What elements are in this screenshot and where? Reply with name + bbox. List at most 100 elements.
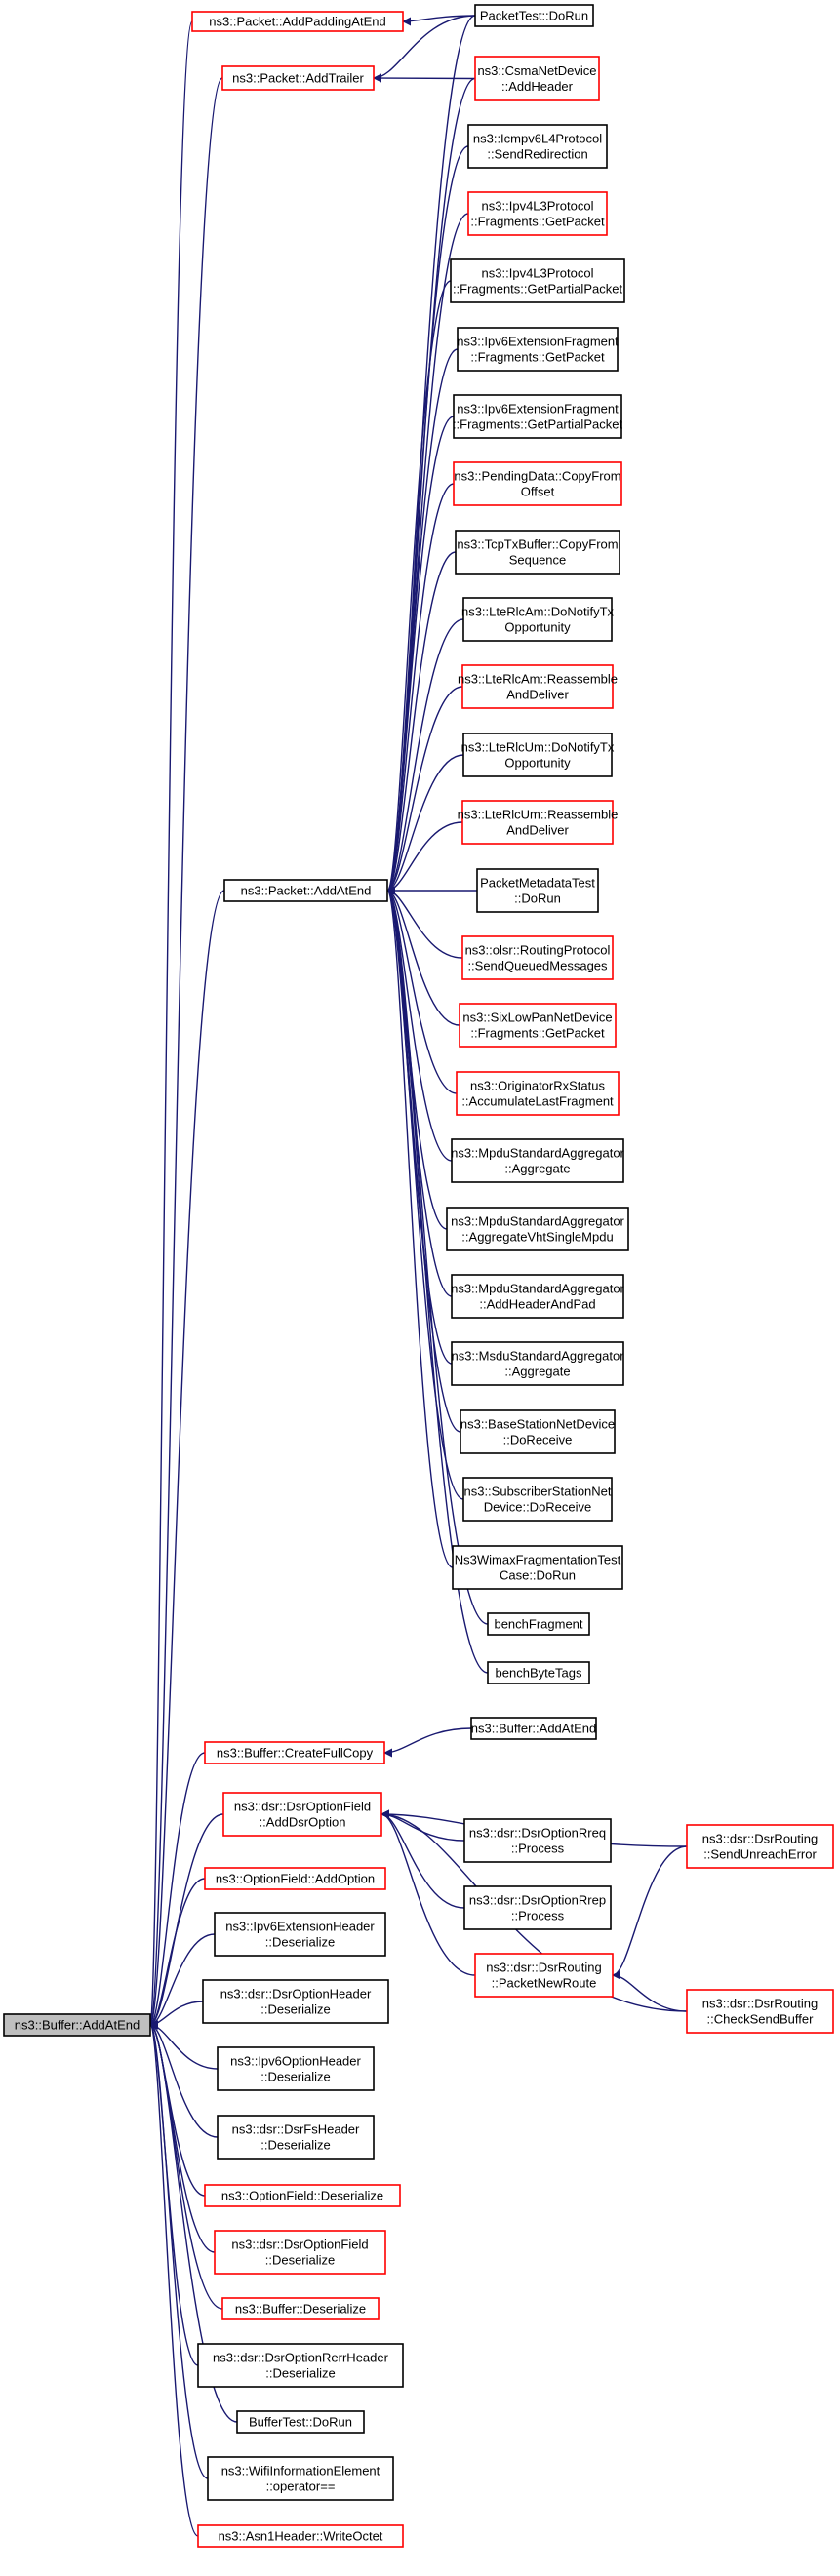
node-box — [451, 1138, 624, 1183]
node-root[interactable]: ns3::Buffer::AddAtEnd — [3, 2013, 151, 2037]
node-label-line: ns3::dsr::DsrOptionRreq — [469, 1826, 606, 1841]
node-dsr-new-route[interactable]: ns3::dsr::DsrRouting::PacketNewRoute — [474, 1953, 614, 1998]
node-box — [207, 2456, 394, 2501]
node-ss-dev[interactable]: ns3::SubscriberStationNetDevice::DoRecei… — [462, 1477, 613, 1522]
node-mpdu-agg[interactable]: ns3::MpduStandardAggregator::Aggregate — [451, 1138, 625, 1183]
node-ipv4frag[interactable]: ns3::Ipv4L3Protocol::Fragments::GetPacke… — [467, 191, 608, 236]
node-box — [197, 2343, 404, 2388]
node-box — [461, 664, 614, 709]
node-icmp[interactable]: ns3::Icmpv6L4Protocol::SendRedirection — [467, 124, 608, 169]
node-box — [476, 868, 599, 913]
node-buf-test[interactable]: BufferTest::DoRun — [236, 2410, 365, 2434]
node-ipv4frag-part[interactable]: ns3::Ipv4L3Protocol::Fragments::GetParti… — [450, 258, 625, 303]
node-bench-frag[interactable]: benchFragment — [487, 1612, 590, 1636]
node-label-line: ::DoReceive — [503, 1433, 573, 1447]
node-box — [474, 56, 600, 101]
node-csma[interactable]: ns3::CsmaNetDevice::AddHeader — [474, 56, 600, 101]
node-box — [461, 935, 614, 980]
node-label-line: ns3::SixLowPanNetDevice — [462, 1011, 612, 1025]
node-label-line: ns3::LteRlcAm::DoNotifyTx — [461, 605, 615, 619]
node-orig-rx[interactable]: ns3::OriginatorRxStatus::AccumulateLastF… — [456, 1071, 620, 1116]
node-pkt-add-at-end[interactable]: ns3::Packet::AddAtEnd — [223, 879, 388, 902]
node-trailer[interactable]: ns3::Packet::AddTrailer — [221, 65, 375, 91]
node-dsr-opt-field-des[interactable]: ns3::dsr::DsrOptionField::Deserialize — [214, 2230, 386, 2275]
node-create-full-copy[interactable]: ns3::Buffer::CreateFullCopy — [204, 1741, 385, 1764]
edge-rlc-am-reas-to-pkt-add-at-end — [386, 686, 463, 895]
node-dsr-rrep[interactable]: ns3::dsr::DsrOptionRrep::Process — [463, 1885, 612, 1930]
node-label-line: benchByteTags — [496, 1666, 582, 1681]
node-label-line: BufferTest::DoRun — [249, 2415, 352, 2430]
node-box — [221, 65, 375, 91]
node-label-line: ::AddHeader — [501, 79, 574, 94]
node-dsr-unreach[interactable]: ns3::dsr::DsrRouting::SendUnreachError — [686, 1824, 834, 1869]
node-label-line: AndDeliver — [506, 688, 569, 702]
node-label-line: ::AccumulateLastFragment — [461, 1094, 614, 1109]
node-label-line: ns3::MpduStandardAggregator — [451, 1146, 624, 1161]
node-dsr-fs-des[interactable]: ns3::dsr::DsrFsHeader::Deserialize — [217, 2115, 375, 2160]
node-label-line: ns3::Packet::AddPaddingAtEnd — [209, 15, 385, 29]
node-box — [461, 800, 614, 845]
node-label-line: AndDeliver — [506, 823, 569, 838]
node-sixlow[interactable]: ns3::SixLowPanNetDevice::Fragments::GetP… — [459, 1003, 617, 1048]
node-label-line: ::Process — [511, 1842, 565, 1856]
node-ipv6frag-part[interactable]: ns3::Ipv6ExtensionFragment::Fragments::G… — [453, 394, 623, 439]
node-box — [214, 1912, 386, 1957]
node-dsr-add-opt[interactable]: ns3::dsr::DsrOptionField::AddDsrOption — [222, 1792, 382, 1837]
node-dsr-rreq[interactable]: ns3::dsr::DsrOptionRreq::Process — [463, 1818, 612, 1863]
node-dsr-check[interactable]: ns3::dsr::DsrRouting::CheckSendBuffer — [686, 1989, 834, 2034]
node-opt-field-des[interactable]: ns3::OptionField::Deserialize — [204, 2184, 401, 2207]
node-pkt-meta[interactable]: PacketMetadataTest::DoRun — [476, 868, 599, 913]
node-label-line: ns3::dsr::DsrOptionField — [231, 2238, 368, 2252]
node-wifi-ie[interactable]: ns3::WifiInformationElement::operator== — [207, 2456, 394, 2501]
node-box — [236, 2410, 365, 2434]
node-box — [463, 1818, 612, 1863]
node-dsr-opt-hdr-des[interactable]: ns3::dsr::DsrOptionHeader::Deserialize — [202, 1979, 389, 2024]
node-bs-dev[interactable]: ns3::BaseStationNetDevice::DoReceive — [460, 1409, 616, 1454]
node-opt-field-add[interactable]: ns3::OptionField::AddOption — [204, 1867, 386, 1890]
edge-pkt-add-at-end-to-root — [149, 890, 225, 2029]
node-label-line: ns3::Ipv6ExtensionHeader — [225, 1920, 375, 1934]
node-box — [463, 1885, 612, 1930]
node-asn1[interactable]: ns3::Asn1Header::WriteOctet — [197, 2524, 404, 2548]
node-msdu-agg[interactable]: ns3::MsduStandardAggregator::Aggregate — [451, 1341, 624, 1386]
node-label-line: ns3::Asn1Header::WriteOctet — [219, 2529, 383, 2544]
node-box — [204, 2184, 401, 2207]
node-label-line: ns3::Buffer::AddAtEnd — [471, 1722, 596, 1736]
node-pad-end[interactable]: ns3::Packet::AddPaddingAtEnd — [191, 11, 404, 32]
node-label-line: ns3::dsr::DsrOptionHeader — [220, 1987, 372, 2001]
node-mpdu-pad[interactable]: ns3::MpduStandardAggregator::AddHeaderAn… — [451, 1274, 625, 1319]
node-box — [453, 461, 622, 506]
node-label-line: ::Fragments::GetPacket — [470, 1026, 605, 1041]
node-label-line: ns3::Buffer::AddAtEnd — [15, 2018, 140, 2033]
node-ipv6-ext-des[interactable]: ns3::Ipv6ExtensionHeader::Deserialize — [214, 1912, 386, 1957]
node-olsr[interactable]: ns3::olsr::RoutingProtocol::SendQueuedMe… — [461, 935, 614, 980]
node-box — [197, 2524, 404, 2548]
node-packet-test[interactable]: PacketTest::DoRun — [474, 4, 594, 27]
node-label-line: ns3::Packet::AddAtEnd — [241, 884, 372, 898]
node-ipv6-opt-des[interactable]: ns3::Ipv6OptionHeader::Deserialize — [217, 2046, 375, 2091]
node-buf-add-at-end2[interactable]: ns3::Buffer::AddAtEnd — [470, 1717, 597, 1740]
node-label-line: ns3::Ipv4L3Protocol — [482, 266, 594, 281]
node-label-line: ns3::dsr::DsrFsHeader — [232, 2122, 360, 2137]
node-label-line: ::Deserialize — [265, 1935, 336, 1950]
node-label-line: ns3::dsr::DsrOptionRerrHeader — [213, 2351, 389, 2365]
node-ipv6frag[interactable]: ns3::Ipv6ExtensionFragment::Fragments::G… — [457, 327, 619, 372]
node-box — [204, 1741, 385, 1764]
node-label-line: ns3::OriginatorRxStatus — [470, 1079, 606, 1093]
node-bench-tags[interactable]: benchByteTags — [487, 1661, 590, 1684]
node-box — [222, 1792, 382, 1837]
node-label-line: ns3::olsr::RoutingProtocol — [465, 943, 611, 958]
node-mpdu-vht[interactable]: ns3::MpduStandardAggregator::AggregateVh… — [446, 1207, 629, 1251]
node-buf-des[interactable]: ns3::Buffer::Deserialize — [221, 2297, 380, 2320]
node-dsr-rerr-des[interactable]: ns3::dsr::DsrOptionRerrHeader::Deseriali… — [197, 2343, 404, 2388]
node-box — [487, 1661, 590, 1684]
node-label-line: ns3::MpduStandardAggregator — [451, 1282, 624, 1296]
node-label-line: ns3::MsduStandardAggregator — [451, 1349, 624, 1364]
